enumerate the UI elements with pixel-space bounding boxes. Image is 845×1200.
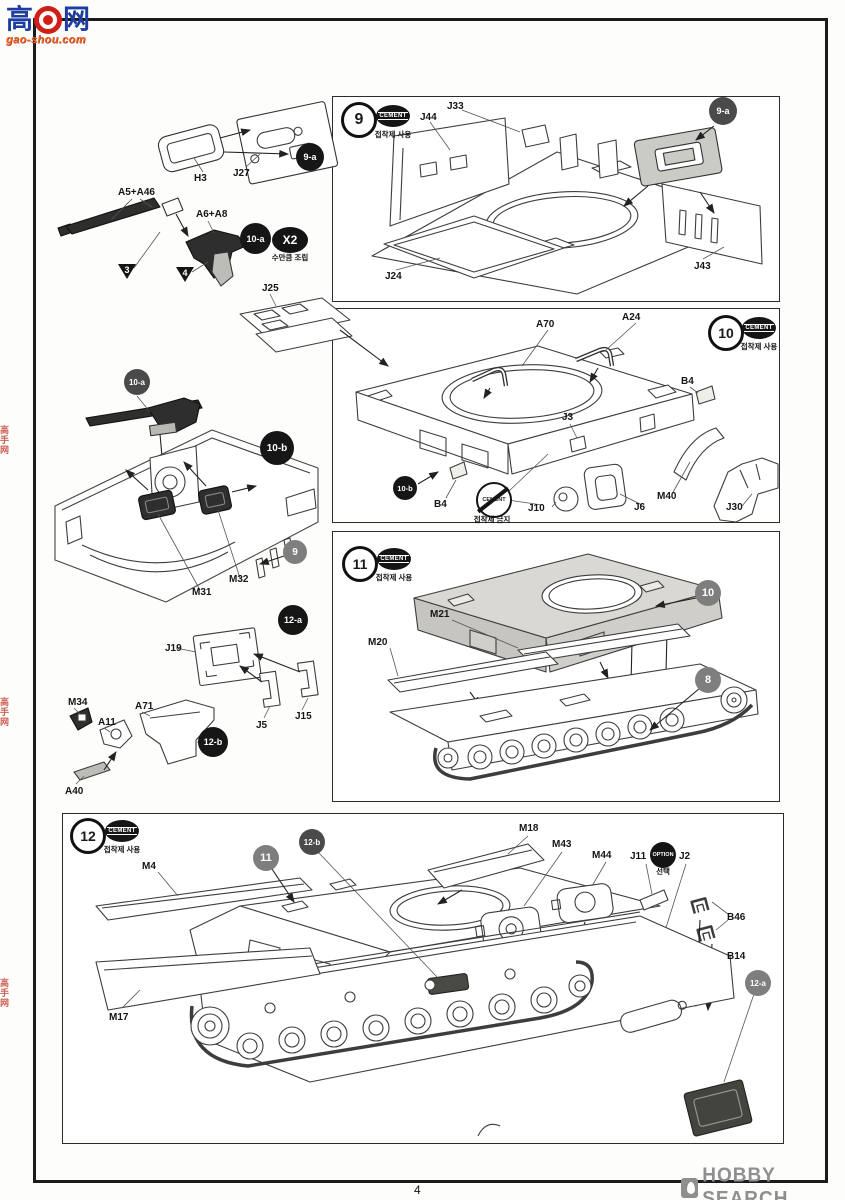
part-label-a6a8: A6+A8 <box>196 209 228 220</box>
no-cement-note: 접착제 금지 <box>473 515 511 524</box>
cement-icon: CEMENT <box>105 820 139 842</box>
logo-char: 高 <box>6 4 33 35</box>
side-watermark: 高手网 <box>0 697 9 727</box>
part-label-j15: J15 <box>295 711 312 722</box>
part-label-a70: A70 <box>536 319 555 330</box>
step9-number: 9 <box>341 102 377 138</box>
hobbysearch-text: HOBBY SEARCH <box>702 1164 789 1200</box>
part-label-j11: J11 <box>630 851 647 862</box>
part-label-m34: M34 <box>68 697 88 708</box>
part-label-m32: M32 <box>229 574 249 585</box>
step11-number: 11 <box>342 546 378 582</box>
badge-10-ref: 10 <box>695 580 721 606</box>
part-label-a40: A40 <box>65 786 84 797</box>
page-border-frame <box>33 18 828 1183</box>
badge-10b-ref: 10-b <box>393 476 417 500</box>
logo-char: 网 <box>63 4 90 35</box>
part-label-a5a46: A5+A46 <box>118 187 155 198</box>
page-number: 4 <box>414 1183 421 1197</box>
part-label-m40: M40 <box>657 491 677 502</box>
part-label-j19: J19 <box>165 643 182 654</box>
part-label-b4-right: B4 <box>681 376 694 387</box>
cement-note: 접착제 사용 <box>375 573 413 582</box>
badge-10b: 10-b <box>260 431 294 465</box>
cement-icon: CEMENT <box>376 105 410 127</box>
badge-9a: 9-a <box>296 143 324 171</box>
part-label-m21: M21 <box>430 609 450 620</box>
hobbysearch-watermark: HOBBY SEARCH <box>681 1164 845 1200</box>
part-label-j10: J10 <box>528 503 545 514</box>
gaoshou-watermark: 高网 gao-shou.com <box>6 6 146 46</box>
step10-number: 10 <box>708 315 744 351</box>
step12-number: 12 <box>70 818 106 854</box>
badge-10a: 10-a <box>240 223 271 254</box>
part-label-a11: A11 <box>98 717 116 728</box>
part-label-j6: J6 <box>634 502 646 513</box>
option-icon: OPTION <box>650 842 676 868</box>
option-note: 선택 <box>656 867 670 876</box>
x2-note: 수만큼 조립 <box>271 253 309 262</box>
part-label-m43: M43 <box>552 839 572 850</box>
badge-11-ref: 11 <box>253 845 279 871</box>
part-label-j2: J2 <box>679 851 691 862</box>
cement-note: 접착제 사용 <box>740 342 778 351</box>
part-label-j3: J3 <box>562 412 574 423</box>
part-label-m31: M31 <box>192 587 212 598</box>
part-label-j44: J44 <box>420 112 437 123</box>
part-label-m44: M44 <box>592 850 612 861</box>
hobbysearch-logo-icon <box>681 1178 699 1198</box>
cement-icon: CEMENT <box>377 548 411 570</box>
part-label-m4: M4 <box>142 861 156 872</box>
no-cement-icon: CEMENT <box>476 482 512 518</box>
part-label-m20: M20 <box>368 637 388 648</box>
part-label-h3: H3 <box>194 173 207 184</box>
badge-8-ref: 8 <box>695 667 721 693</box>
part-label-j33: J33 <box>447 101 464 112</box>
badge-12a: 12-a <box>278 605 308 635</box>
part-label-j43: J43 <box>694 261 711 272</box>
badge-12a-ref: 12-a <box>745 970 771 996</box>
part-label-a71: A71 <box>135 701 154 712</box>
part-label-m17: M17 <box>109 1012 129 1023</box>
part-label-b14: B14 <box>727 951 746 962</box>
cement-icon: CEMENT <box>742 317 776 339</box>
part-label-m18: M18 <box>519 823 539 834</box>
part-label-a24: A24 <box>622 312 641 323</box>
side-watermark: 高手网 <box>0 425 9 455</box>
cement-note: 접착제 사용 <box>374 130 412 139</box>
logo-url: gao-shou.com <box>6 34 86 46</box>
part-label-j24: J24 <box>385 271 402 282</box>
x2-multiplier-icon: X2 <box>272 227 308 253</box>
part-label-j25: J25 <box>262 283 279 294</box>
badge-10a-ref: 10-a <box>124 369 150 395</box>
part-label-b46: B46 <box>727 912 746 923</box>
step12-panel <box>62 813 784 1144</box>
badge-9-ref: 9 <box>283 540 307 564</box>
cement-note: 접착제 사용 <box>103 845 141 854</box>
side-watermark: 高手网 <box>0 978 9 1008</box>
gear-icon <box>34 6 62 34</box>
part-label-j5: J5 <box>256 720 268 731</box>
badge-12b-ref: 12-b <box>299 829 325 855</box>
part-label-b4-left: B4 <box>434 499 447 510</box>
badge-9a-ref: 9-a <box>709 97 737 125</box>
badge-12b: 12-b <box>198 727 228 757</box>
part-label-j27: J27 <box>233 168 250 179</box>
part-label-j30: J30 <box>726 502 743 513</box>
